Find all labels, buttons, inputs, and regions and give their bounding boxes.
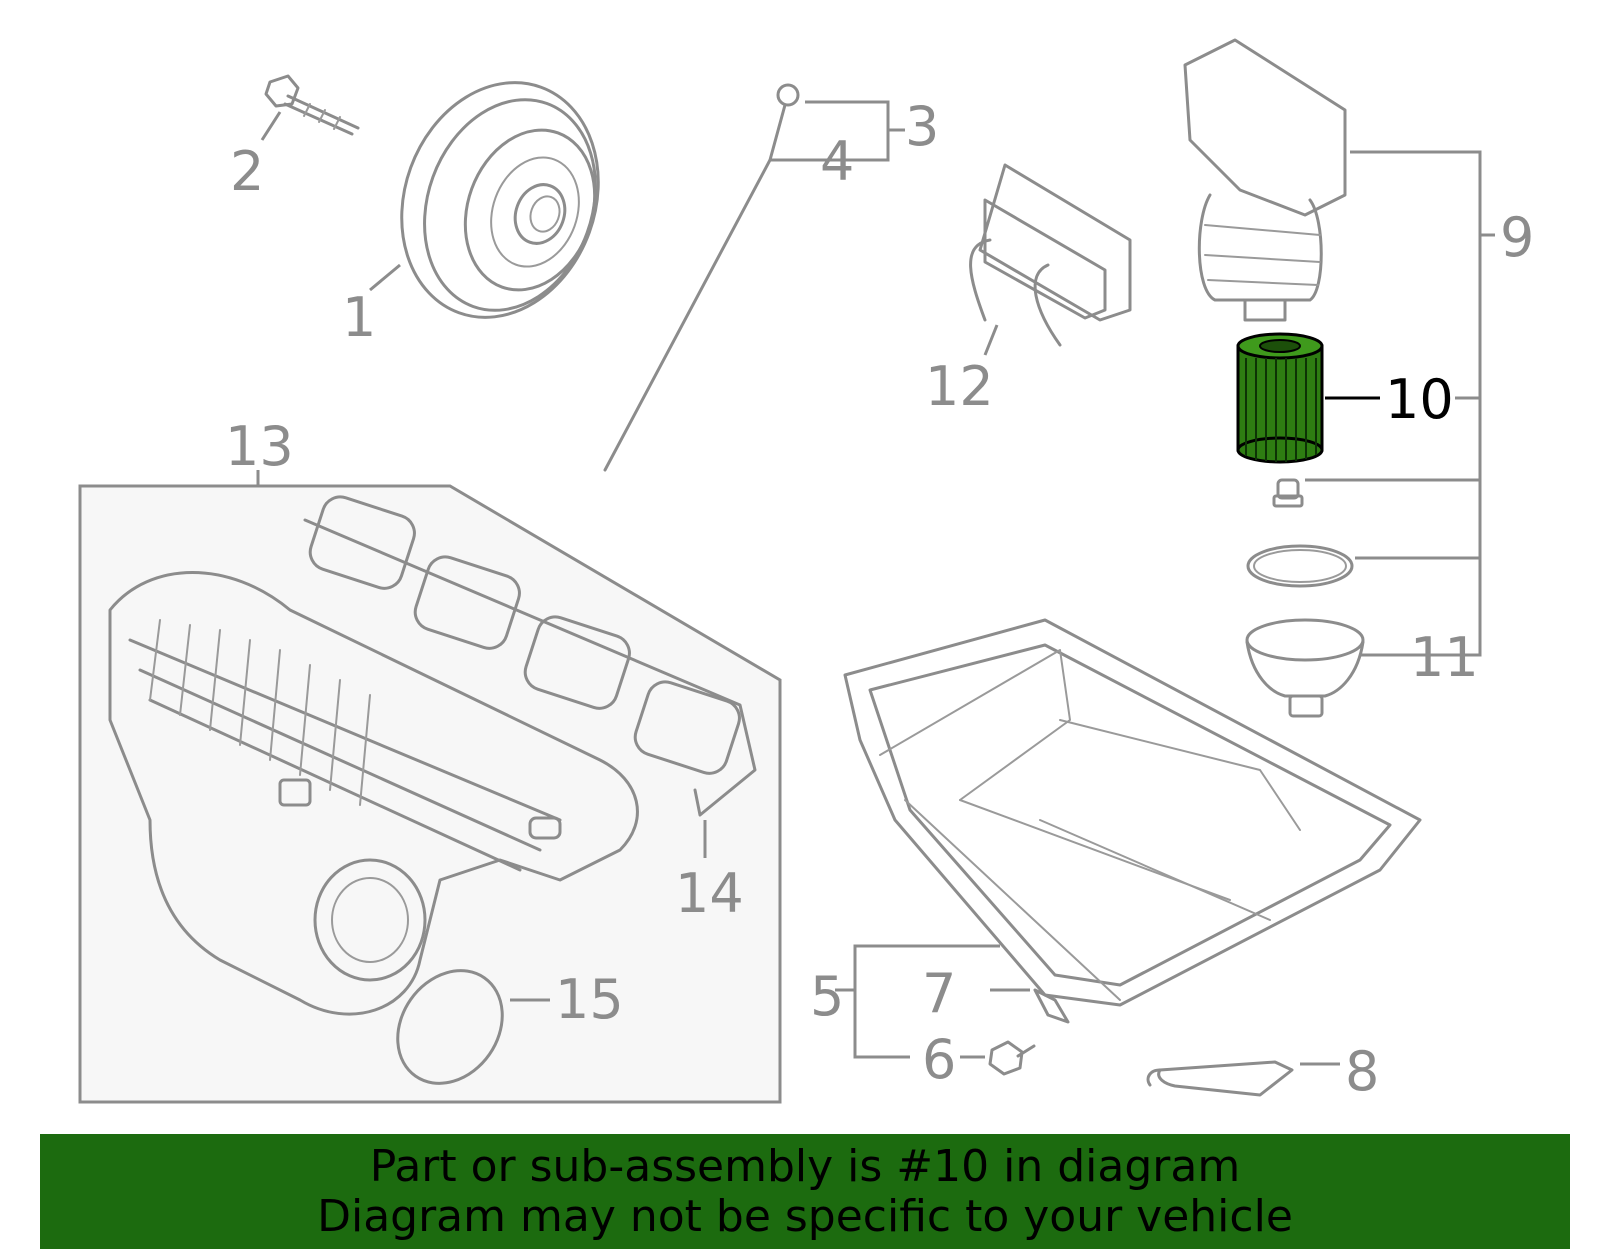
- callout-11: 11: [1410, 626, 1479, 689]
- banner-line-1: Part or sub-assembly is #10 in diagram: [369, 1141, 1241, 1192]
- callout-8: 8: [1345, 1040, 1379, 1103]
- callout-2: 2: [230, 140, 264, 203]
- info-banner: Part or sub-assembly is #10 in diagram D…: [40, 1134, 1570, 1249]
- callout-6: 6: [922, 1028, 956, 1091]
- callout-14: 14: [675, 862, 744, 925]
- callout-12: 12: [925, 355, 994, 418]
- bolt: [264, 74, 360, 136]
- leader-lines: [260, 100, 1495, 1066]
- manifold-gasket: [303, 495, 757, 817]
- oil-pan-small-parts: [988, 988, 1294, 1097]
- callout-labels: 1 2 3 4 5 6 7 8 9 10 11 12 13 14 15: [225, 95, 1534, 1103]
- oil-filter-housing: [1183, 38, 1347, 322]
- callout-9: 9: [1500, 206, 1534, 269]
- callout-15: 15: [555, 968, 624, 1031]
- callout-1: 1: [342, 286, 376, 349]
- callout-4: 4: [820, 130, 854, 193]
- filter-cap-parts: [1245, 478, 1365, 718]
- banner-line-2: Diagram may not be specific to your vehi…: [317, 1191, 1293, 1242]
- dipstick: [603, 83, 800, 472]
- oil-pan: [843, 618, 1422, 1007]
- callout-13: 13: [225, 415, 294, 478]
- oil-filter-element: [1236, 332, 1324, 464]
- throttle-o-ring: [396, 969, 504, 1085]
- intake-manifold: [108, 571, 639, 1016]
- pulley: [400, 81, 600, 319]
- callout-7: 7: [922, 962, 956, 1025]
- intake-manifold-panel: [78, 470, 782, 1104]
- callout-5: 5: [810, 965, 844, 1028]
- callout-3: 3: [905, 95, 939, 158]
- callout-10: 10: [1385, 368, 1454, 431]
- oil-cooler: [969, 163, 1132, 347]
